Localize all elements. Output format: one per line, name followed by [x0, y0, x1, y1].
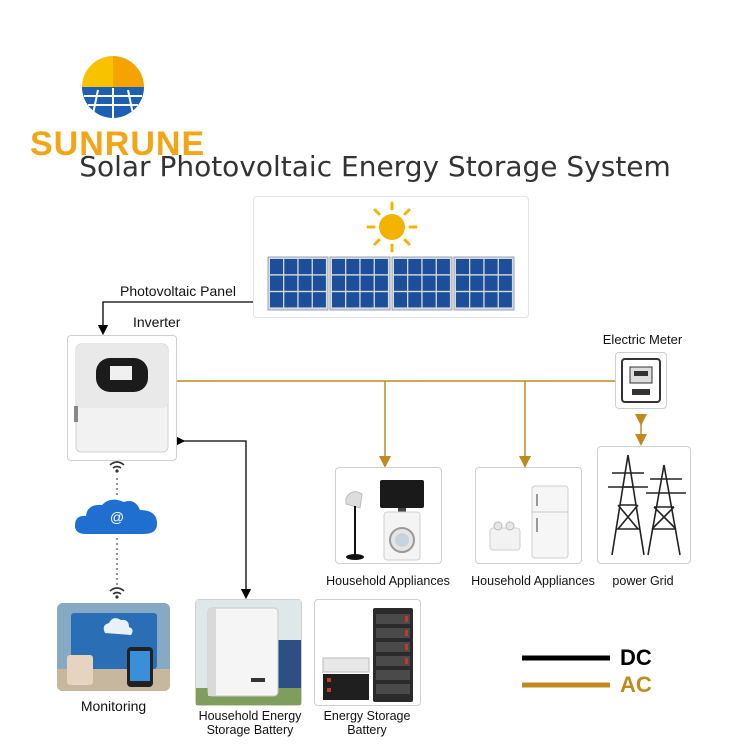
- solar-cell: [284, 275, 298, 291]
- solar-cell: [312, 275, 326, 291]
- solar-cell: [436, 275, 450, 291]
- solar-cell: [422, 275, 436, 291]
- household-appliances-box-2: [475, 467, 582, 564]
- solar-cell: [456, 275, 469, 291]
- solar-cell: [484, 292, 498, 308]
- solar-cell: [332, 275, 345, 291]
- household-storage-battery-label-line1: Household Energy: [198, 709, 302, 723]
- dc-line-panel-inverter: [97, 301, 253, 336]
- solar-cell: [270, 275, 283, 291]
- solar-cell: [270, 292, 283, 308]
- solar-cell: [346, 259, 360, 275]
- inverter-box: [67, 335, 177, 461]
- legend-dc-label: DC: [620, 645, 652, 670]
- at-sign-icon: @: [109, 509, 125, 525]
- solar-cell: [456, 259, 469, 275]
- energy-storage-battery-label-line1: Energy Storage: [323, 709, 411, 723]
- cloud-icon: [72, 496, 162, 540]
- wifi-icon-monitoring: [108, 586, 126, 600]
- solar-cell: [408, 292, 422, 308]
- solar-cell: [470, 275, 484, 291]
- household-storage-battery-box: [195, 599, 302, 706]
- solar-cell: [394, 259, 407, 275]
- solar-cell: [284, 259, 298, 275]
- household-storage-battery-label-line2: Storage Battery: [206, 723, 294, 737]
- fridge-kettle-icon: [489, 485, 569, 559]
- energy-storage-battery-label-line2: Battery: [347, 723, 387, 737]
- solar-cell: [374, 275, 388, 291]
- solar-cell: [360, 292, 374, 308]
- solar-cell: [374, 292, 388, 308]
- monitoring-image: [57, 603, 170, 691]
- dc-line-inverter-battery: [174, 435, 252, 600]
- brand-logo: [78, 52, 148, 122]
- solar-cell: [436, 292, 450, 308]
- tv-lamp-washer-icon: [345, 480, 424, 561]
- solar-cell: [456, 292, 469, 308]
- page-title: Solar Photovoltaic Energy Storage System: [79, 150, 671, 183]
- solar-cell: [332, 259, 345, 275]
- solar-cell: [498, 259, 512, 275]
- solar-cell: [374, 259, 388, 275]
- solar-cell: [422, 292, 436, 308]
- solar-cell: [498, 292, 512, 308]
- wifi-icon: [108, 460, 126, 474]
- solar-cell: [360, 259, 374, 275]
- power-grid-label: power Grid: [612, 574, 674, 588]
- household-appliances-label-1: Household Appliances: [326, 574, 450, 588]
- solar-cell: [408, 259, 422, 275]
- solar-cell: [498, 275, 512, 291]
- inverter-icon: [74, 343, 169, 453]
- solar-cell: [312, 292, 326, 308]
- solar-cell: [298, 275, 312, 291]
- power-grid-box: [597, 446, 691, 564]
- solar-cell: [408, 275, 422, 291]
- solar-cell: [360, 275, 374, 291]
- legend-ac-label: AC: [620, 672, 652, 697]
- solar-cell: [270, 259, 283, 275]
- photovoltaic-panel-box: [253, 196, 529, 318]
- solar-cell: [422, 259, 436, 275]
- electric-meter-label: Electric Meter: [602, 332, 683, 347]
- photovoltaic-panel-label: Photovoltaic Panel: [120, 283, 236, 299]
- solar-cell: [312, 259, 326, 275]
- solar-cell: [470, 292, 484, 308]
- electric-meter-box: [615, 352, 667, 409]
- sun-panel-logo-icon: [82, 56, 144, 118]
- household-appliances-box-1: [335, 467, 442, 564]
- electric-meter-icon: [621, 358, 661, 403]
- solar-cell: [436, 259, 450, 275]
- solar-cell: [346, 275, 360, 291]
- solar-cell: [284, 292, 298, 308]
- household-appliances-label-2: Household Appliances: [471, 574, 595, 588]
- solar-array-icon: [267, 201, 515, 311]
- solar-cell: [346, 292, 360, 308]
- brand-name: SUNRUNE: [30, 125, 206, 163]
- solar-cell: [394, 275, 407, 291]
- rack-battery-icon: [322, 608, 413, 702]
- energy-storage-battery-box: [314, 599, 421, 706]
- monitoring-label: Monitoring: [80, 698, 147, 714]
- sun-icon: [366, 201, 418, 253]
- inverter-label: Inverter: [133, 314, 181, 330]
- solar-cell: [394, 292, 407, 308]
- solar-cell: [484, 259, 498, 275]
- solar-cell: [470, 259, 484, 275]
- power-tower-icon: [608, 454, 686, 556]
- laptop-phone-icon: [57, 603, 170, 691]
- wall-battery-icon: [196, 600, 301, 705]
- solar-cell: [298, 259, 312, 275]
- solar-cell: [484, 275, 498, 291]
- solar-cell: [332, 292, 345, 308]
- solar-cell: [298, 292, 312, 308]
